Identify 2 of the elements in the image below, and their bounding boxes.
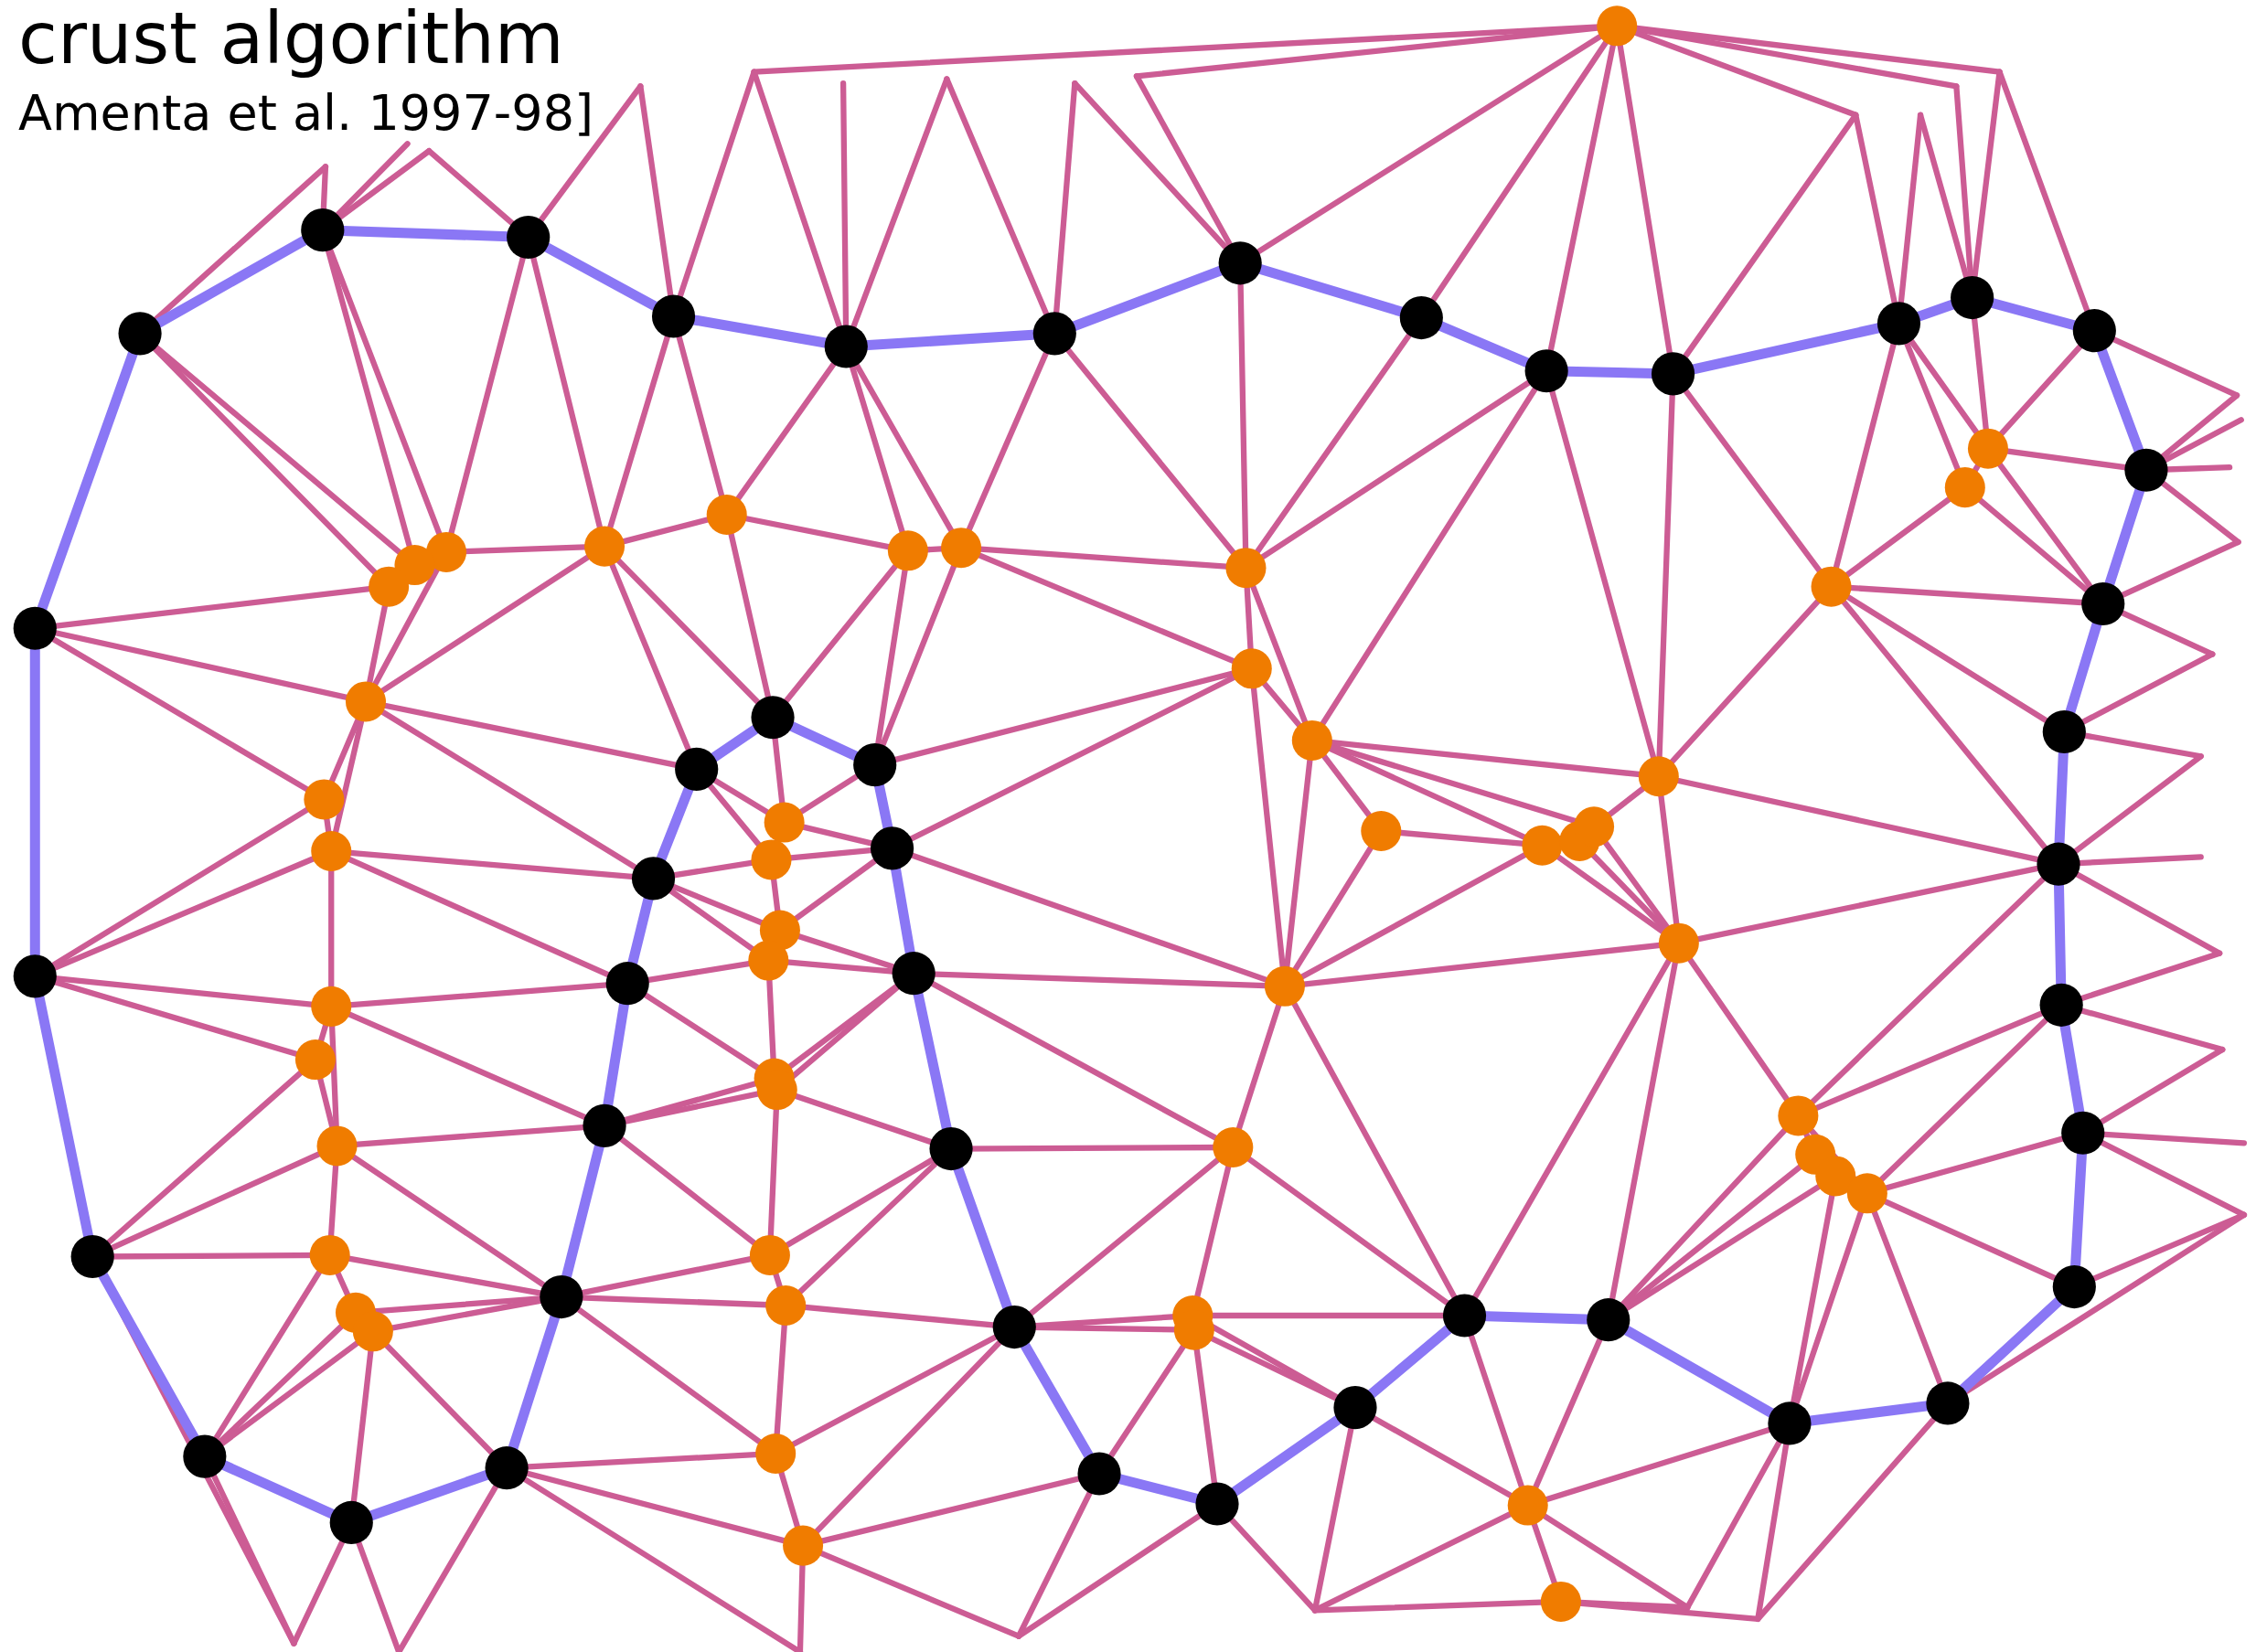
- title: crust algorithm: [18, 0, 564, 79]
- citation: Amenta et al. 1997-98]: [18, 84, 594, 142]
